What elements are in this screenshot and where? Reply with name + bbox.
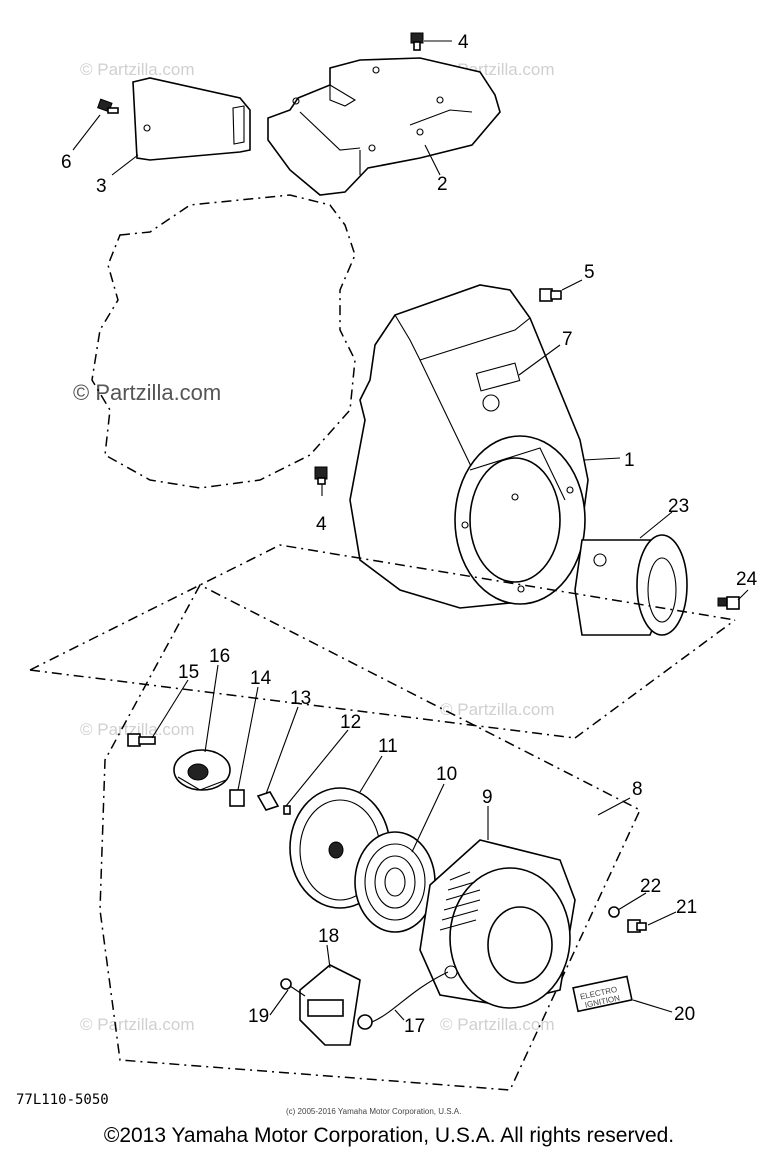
part-18-stop-switch	[299, 964, 373, 1046]
small-copyright: (c) 2005-2016 Yamaha Motor Corporation, …	[286, 1107, 461, 1116]
callout-number: 5	[584, 262, 595, 283]
guide-line	[29, 544, 736, 671]
callout-number: 23	[668, 496, 689, 517]
callout-number: 3	[96, 176, 107, 197]
watermark: © Partzilla.com	[80, 720, 195, 739]
callout-number: 15	[178, 662, 199, 683]
callout-number: 20	[674, 1004, 695, 1025]
drawing-code: 77L110-5050	[16, 1092, 109, 1108]
watermark: © Partzilla.com	[80, 1015, 195, 1034]
callout-number: 21	[676, 897, 697, 918]
callouts: 4 6 3 2 5 7 1 4 23 24 15 16 14 13 12 11 …	[61, 32, 758, 1037]
part-14-spring	[229, 789, 245, 807]
part-10-spiral-spring	[354, 831, 436, 933]
guide-line	[29, 669, 576, 739]
bolt-4-top	[410, 32, 424, 51]
leader-lines	[72, 40, 749, 1021]
callout-number: 16	[209, 646, 230, 667]
callout-number: 22	[640, 876, 661, 897]
bolt-21	[627, 919, 647, 933]
site-watermark: © Partzilla.com	[73, 380, 221, 405]
callout-number: 18	[318, 926, 339, 947]
engine-outline	[91, 194, 356, 489]
bolt-15	[127, 733, 156, 747]
part-23-cup	[574, 534, 688, 636]
callout-number: 10	[436, 764, 457, 785]
bolt-6	[97, 98, 119, 114]
callout-number: 24	[736, 569, 758, 590]
callout-number: 4	[316, 514, 327, 535]
bolt-24	[717, 596, 740, 610]
watermark: © Partzilla.com	[440, 700, 555, 719]
callout-number: 1	[624, 450, 635, 471]
part-3-cover-plate	[132, 77, 251, 161]
watermark: © Partzilla.com	[80, 60, 195, 79]
part-13-pawl	[256, 791, 280, 811]
part-9-starter-case	[419, 839, 576, 1009]
callout-number: 17	[404, 1016, 425, 1037]
part-19-terminal	[280, 978, 306, 997]
part-17-lead-wire	[371, 971, 449, 1023]
callout-number: 7	[562, 329, 573, 350]
callout-number: 11	[378, 736, 398, 757]
callout-number: 4	[458, 32, 469, 53]
callout-number: 2	[437, 174, 448, 195]
callout-number: 12	[340, 712, 361, 733]
part-1-fan-housing	[349, 284, 589, 609]
assembly-8-boundary	[99, 583, 641, 1091]
callout-number: 8	[632, 779, 643, 800]
footer-copyright: ©2013 Yamaha Motor Corporation, U.S.A. A…	[103, 1124, 675, 1147]
washer-22	[608, 906, 620, 918]
part-20-label-plate: ELECTRO IGNITION	[572, 975, 633, 1013]
part-2-top-shroud	[267, 57, 501, 196]
callout-number: 13	[290, 688, 311, 709]
callout-number: 9	[482, 787, 493, 808]
callout-number: 6	[61, 152, 72, 173]
bolt-5	[539, 288, 562, 302]
callout-number: 19	[248, 1006, 269, 1027]
callout-number: 14	[250, 668, 272, 689]
part-12-spring	[283, 805, 291, 815]
bolt-4-lower	[314, 466, 328, 485]
watermark: © Partzilla.com	[440, 1015, 555, 1034]
part-16-pulley	[173, 749, 231, 791]
guide-line	[574, 619, 736, 739]
